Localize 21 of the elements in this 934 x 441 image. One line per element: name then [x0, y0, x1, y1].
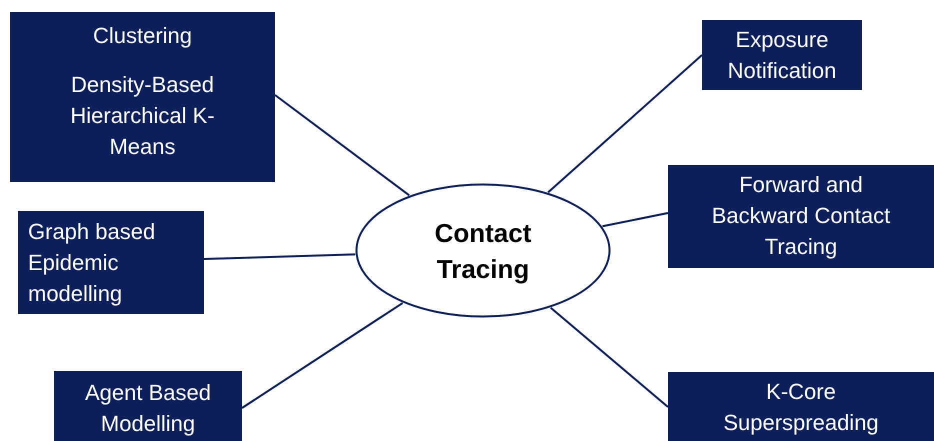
topic-box [10, 12, 275, 182]
connector-line [241, 302, 404, 409]
topic-box [18, 211, 204, 314]
connector-line [550, 307, 669, 408]
connector-line [274, 94, 410, 196]
box-title: Forward and Backward Contact Tracing [710, 171, 892, 261]
connector-line [602, 212, 668, 228]
box-title: Exposure Notification [726, 26, 838, 85]
connector-line [547, 54, 703, 194]
box-title: K-Core Superspreading [722, 378, 880, 437]
box-title: Graph based Epidemic modelling [28, 218, 156, 308]
box-title: Contact Tracing [434, 216, 532, 286]
connector-line [204, 253, 356, 260]
box-title: Clustering [92, 22, 192, 50]
method-list: Density-Based Hierarchical K-Means [62, 69, 222, 162]
topic-box [668, 165, 934, 268]
topic-box [702, 20, 862, 90]
topic-box [54, 371, 242, 441]
topic-box [668, 372, 934, 441]
box-title: Agent Based Modelling [84, 379, 212, 438]
topic-ellipse [355, 183, 611, 318]
